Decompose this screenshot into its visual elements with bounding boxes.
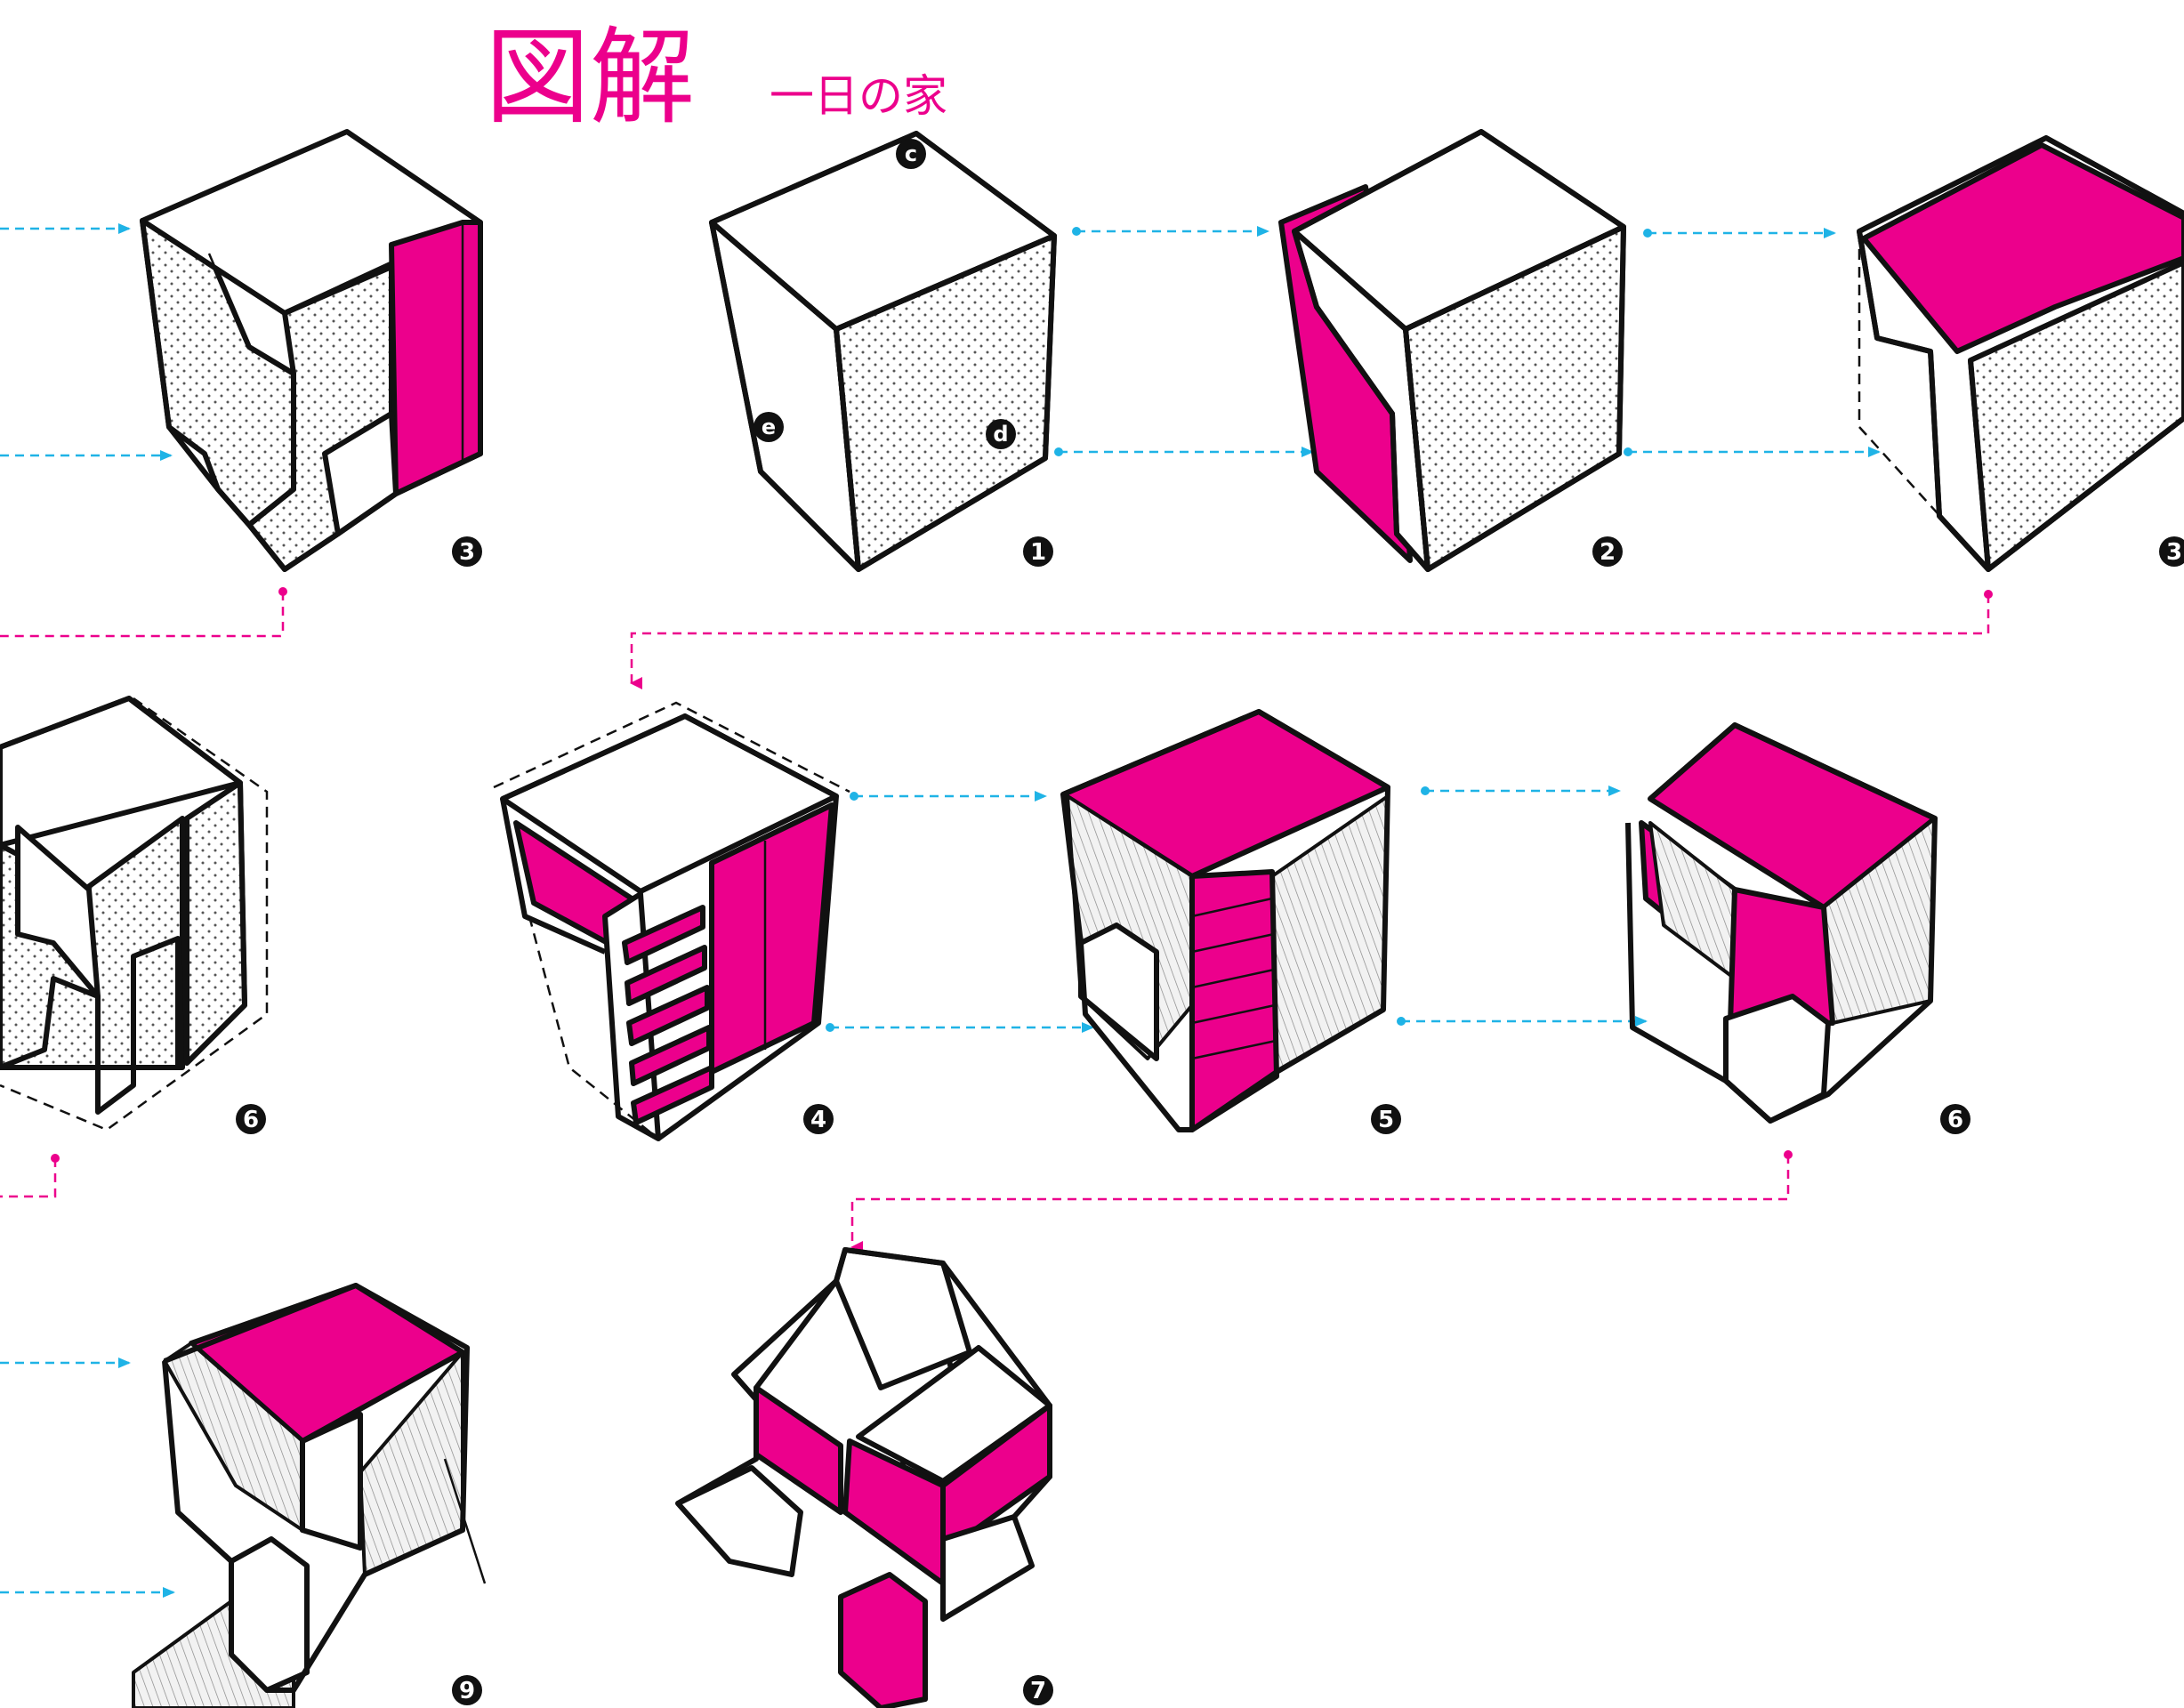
edge [834,328,861,570]
outline [1857,230,2184,572]
right-face [1270,794,1390,1074]
flow-arrows-blue [0,223,1881,1598]
diagram-step-7 [675,1247,1052,1708]
step-badge-7: 7 [1023,1675,1053,1705]
svg-text:c: c [905,141,917,166]
core-face [300,1412,363,1551]
diagram-step-9 [132,1283,487,1708]
step-badge-5: 5 [1371,1104,1401,1134]
face-label-d: d [986,419,1016,449]
svg-text:3: 3 [459,539,475,566]
edge [443,1458,487,1584]
svg-text:d: d [993,422,1008,447]
step-badge-1: 1 [1023,536,1053,567]
hidden-edge [1858,231,1989,570]
svg-text:7: 7 [1030,1678,1046,1704]
hidden-edge [1279,222,1411,561]
svg-text:4: 4 [810,1107,826,1133]
face-label-c: c [896,139,926,169]
hidden-edge-top [493,701,850,794]
stair-lines [1191,897,1277,1060]
outline [140,220,483,572]
step-badge-3-right: 3 [2159,536,2184,567]
pink-bottom-box [838,1572,928,1708]
step-badge-4: 4 [803,1104,834,1134]
edge [1403,328,1430,570]
step-badge-6: 6 [1940,1104,1970,1134]
svg-text:6: 6 [1947,1107,1963,1133]
flow-arrows-pink [0,587,1993,1253]
arrow-6-to-9-row [0,1158,57,1198]
step-badge-3-left: 3 [452,536,482,567]
arrow-3-to-4 [630,594,1990,689]
title-main: 図解 [485,16,695,139]
step-badge-6-left: 6 [236,1104,266,1134]
diagram-step-6-left [0,696,269,1132]
svg-text:3: 3 [2166,539,2182,566]
pink-stair-slats [622,905,714,1125]
hidden-edge [0,697,269,1132]
box-face [1078,922,1159,1061]
outline [1060,709,1390,1132]
diagram-step-1 [709,131,1057,572]
step-badge-9: 9 [452,1675,482,1705]
diagram-step-4 [493,701,850,1141]
face-label-e: e [754,412,784,442]
svg-text:1: 1 [1030,539,1046,566]
title-sub: 一日の家 [770,70,947,122]
svg-text:2: 2 [1600,539,1616,566]
right-wing [940,1514,1035,1622]
legs [0,936,181,1115]
outline [1625,722,1938,1124]
diagram-step-5 [1060,709,1390,1132]
svg-text:9: 9 [459,1678,475,1704]
pink-panel [389,220,483,496]
bottom-box [229,1536,310,1693]
diagram-step-3-right [1857,135,2184,572]
diagram-step-6 [1625,722,1938,1124]
outline-left [162,1360,234,1564]
outline [709,131,1057,572]
outline-left [500,798,607,955]
hidden-edge [217,488,339,571]
arrow-3-to-6-row [0,592,285,638]
outline [0,696,247,1066]
step-badge-2: 2 [1592,536,1623,567]
edge [207,253,251,348]
svg-text:e: e [762,415,776,439]
edge [1968,359,1991,570]
svg-text:5: 5 [1378,1107,1394,1133]
left-wing [675,1465,803,1577]
side-face [184,780,247,1066]
hidden-edge-bottom [528,915,659,1140]
outline [676,1247,1052,1519]
outline-top [1858,135,2184,234]
outline [501,713,839,1141]
arrow-6-to-7 [850,1155,1790,1253]
diagram-step-3-left [140,129,483,572]
outline [163,1283,470,1693]
pink-stair [1189,869,1279,1132]
svg-text:6: 6 [243,1107,259,1133]
notch-face [15,825,101,999]
pink-core [1728,887,1835,1026]
diagram-step-2 [1278,129,1626,572]
pink-top [1861,142,2184,354]
